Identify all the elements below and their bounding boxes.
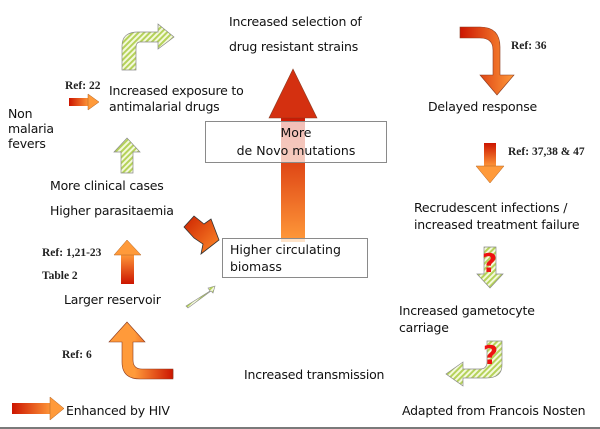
bottom-border	[0, 427, 600, 429]
hatched-curved-arrow-top	[121, 23, 175, 71]
ref-37-label: Ref: 37,38 & 47	[508, 146, 585, 158]
table-2-label: Table 2	[42, 270, 78, 282]
node-exposure-line2: antimalarial drugs	[109, 99, 220, 114]
hiv-arrow-ref1	[113, 239, 142, 284]
legend-label: Enhanced by HIV	[66, 403, 170, 418]
node-delayed-response: Delayed response	[428, 99, 538, 114]
hiv-arrow-ref6	[108, 321, 174, 380]
hiv-arrow-ref36	[459, 26, 515, 96]
node-non-malaria-line1: Non	[8, 106, 33, 121]
hatched-down-arrow	[476, 246, 504, 289]
hatched-up-arrow	[113, 137, 141, 174]
node-non-malaria-line3: fevers	[8, 136, 46, 151]
question-icon-upper: ?	[482, 249, 498, 279]
credit-text: Adapted from Francois Nosten	[402, 403, 586, 418]
ref-22-label: Ref: 22	[65, 80, 101, 92]
node-non-malaria-line2: malaria	[8, 121, 54, 136]
ref-1-label: Ref: 1,21-23	[42, 247, 102, 259]
hatched-diagonal-arrow	[185, 285, 216, 309]
node-selection-line2: drug resistant strains	[229, 39, 359, 54]
node-reservoir: Larger reservoir	[64, 292, 161, 307]
node-recrudescent-line1: Recrudescent infections /	[414, 200, 568, 215]
node-gametocyte-line2: carriage	[399, 320, 449, 335]
node-biomass-line1: Higher circulating	[230, 242, 341, 257]
node-gametocyte-line1: Increased gametocyte	[399, 303, 535, 318]
hatched-curved-arrow-bottom	[445, 340, 503, 387]
node-transmission: Increased transmission	[244, 367, 385, 382]
ref-36-label: Ref: 36	[511, 40, 547, 52]
hiv-arrow-to-biomass	[183, 215, 220, 255]
node-de-novo-line2: de Novo mutations	[236, 143, 356, 158]
question-icon-lower: ?	[483, 341, 499, 371]
node-parasitaemia: Higher parasitaemia	[50, 203, 174, 218]
node-de-novo-box: More de Novo mutations	[205, 121, 387, 163]
node-selection-line1: Increased selection of	[229, 14, 362, 29]
ref-6-label: Ref: 6	[62, 349, 92, 361]
node-exposure-line1: Increased exposure to	[109, 83, 244, 98]
node-de-novo-line1: More	[280, 125, 312, 140]
node-biomass-box: Higher circulating biomass	[222, 238, 368, 278]
node-biomass-line2: biomass	[230, 259, 282, 274]
node-clinical-cases: More clinical cases	[50, 178, 164, 193]
hiv-arrow-ref37	[475, 143, 505, 184]
hiv-arrow-ref22	[69, 93, 100, 111]
legend-hiv-arrow	[12, 396, 65, 421]
node-recrudescent-line2: increased treatment failure	[414, 217, 580, 232]
